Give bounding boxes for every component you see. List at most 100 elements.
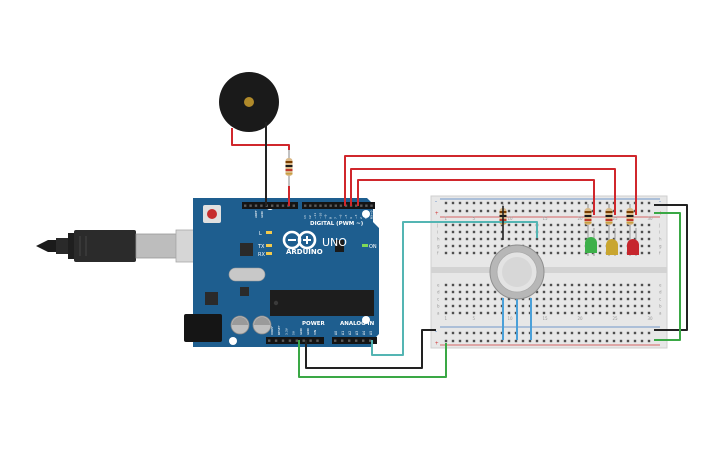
breadboard-hole[interactable]: [493, 230, 497, 234]
breadboard-hole[interactable]: [528, 244, 532, 248]
breadboard-hole[interactable]: [486, 223, 490, 227]
breadboard-hole[interactable]: [556, 311, 560, 315]
breadboard-hole[interactable]: [444, 244, 448, 248]
breadboard-hole[interactable]: [598, 290, 602, 294]
breadboard-hole[interactable]: [591, 304, 595, 308]
breadboard-hole[interactable]: [570, 304, 574, 308]
breadboard-hole[interactable]: [444, 304, 448, 308]
breadboard-hole[interactable]: [591, 339, 595, 343]
breadboard-hole[interactable]: [472, 251, 476, 255]
breadboard-hole[interactable]: [493, 339, 497, 343]
breadboard-hole[interactable]: [479, 237, 483, 241]
breadboard-hole[interactable]: [563, 304, 567, 308]
header-pin[interactable]: [302, 339, 305, 342]
header-pin[interactable]: [341, 339, 344, 342]
breadboard-hole[interactable]: [514, 230, 518, 234]
breadboard-hole[interactable]: [556, 290, 560, 294]
breadboard-hole[interactable]: [528, 339, 532, 343]
header-pin[interactable]: [309, 339, 312, 342]
wire-led-green[interactable]: [357, 179, 595, 215]
breadboard-hole[interactable]: [542, 304, 546, 308]
breadboard-hole[interactable]: [577, 209, 581, 213]
breadboard-hole[interactable]: [542, 297, 546, 301]
breadboard-hole[interactable]: [647, 283, 651, 287]
breadboard-hole[interactable]: [640, 223, 644, 227]
breadboard-hole[interactable]: [640, 339, 644, 343]
breadboard-hole[interactable]: [612, 339, 616, 343]
header-pin[interactable]: [281, 204, 285, 207]
breadboard-hole[interactable]: [465, 251, 469, 255]
breadboard-hole[interactable]: [549, 290, 553, 294]
breadboard-hole[interactable]: [626, 304, 630, 308]
header-pin[interactable]: [295, 339, 298, 342]
breadboard-hole[interactable]: [451, 209, 455, 213]
breadboard-hole[interactable]: [647, 297, 651, 301]
breadboard-hole[interactable]: [577, 230, 581, 234]
breadboard-hole[interactable]: [535, 290, 539, 294]
breadboard-hole[interactable]: [479, 251, 483, 255]
breadboard-hole[interactable]: [626, 283, 630, 287]
breadboard-hole[interactable]: [542, 311, 546, 315]
breadboard-hole[interactable]: [528, 201, 532, 205]
breadboard-hole[interactable]: [451, 237, 455, 241]
breadboard-hole[interactable]: [458, 339, 462, 343]
breadboard-hole[interactable]: [640, 209, 644, 213]
breadboard-hole[interactable]: [647, 339, 651, 343]
breadboard-hole[interactable]: [458, 237, 462, 241]
breadboard-hole[interactable]: [647, 237, 651, 241]
breadboard-hole[interactable]: [640, 201, 644, 205]
breadboard-hole[interactable]: [612, 283, 616, 287]
resistor[interactable]: [584, 204, 592, 232]
breadboard-hole[interactable]: [633, 230, 637, 234]
breadboard-hole[interactable]: [458, 297, 462, 301]
breadboard-hole[interactable]: [619, 290, 623, 294]
breadboard-hole[interactable]: [451, 201, 455, 205]
breadboard-hole[interactable]: [584, 290, 588, 294]
breadboard-hole[interactable]: [598, 283, 602, 287]
breadboard-hole[interactable]: [556, 201, 560, 205]
breadboard-hole[interactable]: [451, 297, 455, 301]
breadboard-hole[interactable]: [619, 237, 623, 241]
breadboard-hole[interactable]: [472, 297, 476, 301]
breadboard-hole[interactable]: [591, 311, 595, 315]
breadboard-hole[interactable]: [479, 283, 483, 287]
breadboard-hole[interactable]: [570, 297, 574, 301]
breadboard-hole[interactable]: [598, 230, 602, 234]
breadboard-hole[interactable]: [591, 283, 595, 287]
breadboard-hole[interactable]: [549, 297, 553, 301]
breadboard-hole[interactable]: [605, 237, 609, 241]
breadboard-hole[interactable]: [619, 283, 623, 287]
breadboard-hole[interactable]: [619, 304, 623, 308]
wire-led-yellow[interactable]: [350, 168, 616, 215]
breadboard-hole[interactable]: [458, 209, 462, 213]
breadboard-hole[interactable]: [472, 304, 476, 308]
breadboard-hole[interactable]: [563, 251, 567, 255]
wire-rail-bridge-positive[interactable]: [654, 212, 681, 341]
breadboard-hole[interactable]: [535, 311, 539, 315]
breadboard-hole[interactable]: [605, 311, 609, 315]
breadboard-hole[interactable]: [444, 283, 448, 287]
breadboard-hole[interactable]: [563, 290, 567, 294]
header-pin[interactable]: [281, 339, 285, 342]
breadboard-hole[interactable]: [472, 244, 476, 248]
breadboard-hole[interactable]: [633, 223, 637, 227]
breadboard-hole[interactable]: [591, 331, 595, 335]
breadboard-hole[interactable]: [479, 331, 483, 335]
breadboard-hole[interactable]: [507, 209, 511, 213]
breadboard-hole[interactable]: [633, 311, 637, 315]
breadboard-hole[interactable]: [598, 331, 602, 335]
header-pin[interactable]: [362, 339, 365, 342]
breadboard-hole[interactable]: [647, 311, 651, 315]
breadboard-hole[interactable]: [542, 339, 546, 343]
gas-sensor[interactable]: [489, 244, 545, 340]
breadboard-hole[interactable]: [591, 223, 595, 227]
breadboard-hole[interactable]: [633, 237, 637, 241]
breadboard-hole[interactable]: [605, 223, 609, 227]
breadboard-hole[interactable]: [486, 209, 490, 213]
breadboard-hole[interactable]: [486, 251, 490, 255]
breadboard-hole[interactable]: [500, 230, 504, 234]
breadboard-hole[interactable]: [479, 304, 483, 308]
breadboard-hole[interactable]: [605, 331, 609, 335]
breadboard-hole[interactable]: [458, 251, 462, 255]
breadboard-hole[interactable]: [451, 311, 455, 315]
